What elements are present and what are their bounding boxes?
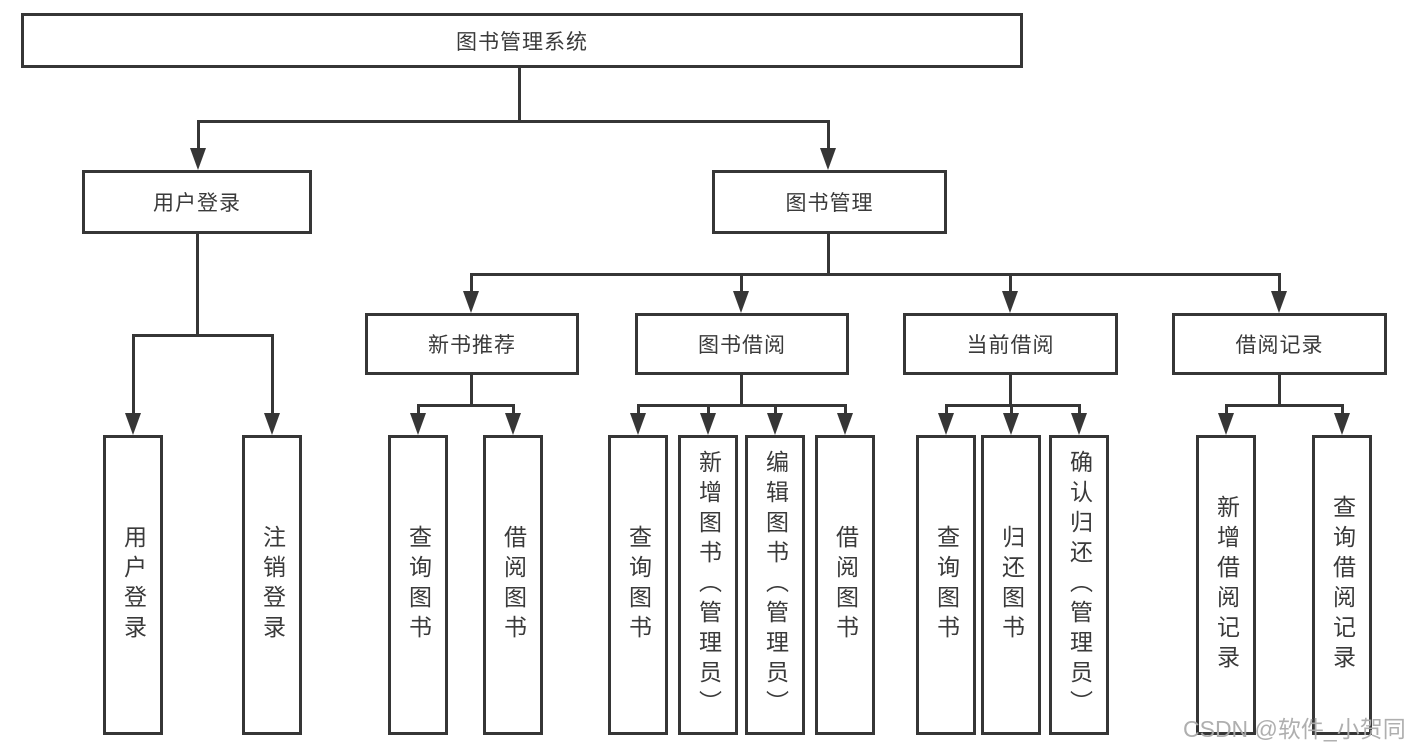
arrowhead-logout-leaf bbox=[264, 413, 280, 435]
connector-drop-logout-leaf bbox=[271, 334, 274, 415]
arrowhead-book-management bbox=[820, 148, 836, 170]
leaf-add-books-admin: 新增图书（管理员） bbox=[678, 435, 738, 735]
connector-drop-leaf bbox=[417, 404, 420, 415]
leaf-borrow-books: 借阅图书 bbox=[815, 435, 875, 735]
node-new-book-recommendation: 新书推荐 bbox=[365, 313, 579, 375]
connector-borrow-records-split bbox=[1225, 404, 1344, 407]
leaf-edit-books-admin: 编辑图书（管理员） bbox=[745, 435, 805, 735]
arrowhead-leaf bbox=[410, 413, 426, 435]
node-label: 当前借阅 bbox=[966, 334, 1055, 357]
arrowhead-leaf bbox=[630, 413, 646, 435]
node-book-borrowing: 图书借阅 bbox=[635, 313, 849, 375]
node-label: 借阅记录 bbox=[1235, 334, 1324, 357]
connector-level2-split bbox=[197, 120, 830, 123]
node-library-management-system: 图书管理系统 bbox=[21, 13, 1023, 68]
connector-drop-borrow-records bbox=[1278, 273, 1281, 293]
arrowhead-borrow-records bbox=[1271, 291, 1287, 313]
connector-root-stem bbox=[518, 67, 521, 122]
arrowhead-leaf bbox=[505, 413, 521, 435]
arrowhead-leaf bbox=[767, 413, 783, 435]
node-label: 查询图书 bbox=[933, 525, 960, 645]
connector-current-borrow-stem bbox=[1009, 374, 1012, 407]
arrowhead-user-login bbox=[190, 148, 206, 170]
node-label: 图书管理 bbox=[785, 192, 874, 215]
node-book-management: 图书管理 bbox=[712, 170, 947, 234]
connector-drop-current-borrow bbox=[1009, 273, 1012, 293]
connector-drop-leaf bbox=[774, 404, 777, 415]
node-label: 新书推荐 bbox=[428, 334, 516, 357]
connector-borrow-records-stem bbox=[1278, 374, 1281, 407]
node-label: 借阅图书 bbox=[832, 525, 859, 645]
arrowhead-leaf bbox=[1334, 413, 1350, 435]
connector-drop-new-book bbox=[470, 273, 473, 293]
leaf-borrow-books: 借阅图书 bbox=[483, 435, 543, 735]
arrowhead-book-borrow bbox=[733, 291, 749, 313]
node-label: 图书借阅 bbox=[698, 334, 786, 357]
leaf-user-login: 用户登录 bbox=[103, 435, 163, 735]
connector-drop-leaf bbox=[1010, 404, 1013, 415]
connector-current-borrow-split bbox=[945, 404, 1081, 407]
connector-new-book-stem bbox=[470, 374, 473, 407]
leaf-query-borrow-record: 查询借阅记录 bbox=[1312, 435, 1372, 735]
leaf-add-borrow-record: 新增借阅记录 bbox=[1196, 435, 1256, 735]
node-label: 新增图书（管理员） bbox=[695, 450, 722, 720]
connector-book-borrow-split bbox=[637, 404, 847, 407]
leaf-query-books: 查询图书 bbox=[388, 435, 448, 735]
arrowhead-leaf bbox=[938, 413, 954, 435]
connector-book-borrow-stem bbox=[740, 374, 743, 407]
connector-drop-leaf bbox=[1225, 404, 1228, 415]
connector-drop-book-management bbox=[827, 120, 830, 150]
arrowhead-leaf bbox=[700, 413, 716, 435]
connector-level3-split bbox=[470, 273, 1281, 276]
leaf-return-books: 归还图书 bbox=[981, 435, 1041, 735]
node-user-login: 用户登录 bbox=[82, 170, 312, 234]
arrowhead-login-leaf bbox=[125, 413, 141, 435]
node-current-borrowing: 当前借阅 bbox=[903, 313, 1118, 375]
connector-drop-leaf bbox=[1341, 404, 1344, 415]
connector-user-login-stem bbox=[196, 233, 199, 336]
node-label: 借阅图书 bbox=[500, 525, 527, 645]
arrowhead-leaf bbox=[1218, 413, 1234, 435]
node-label: 注销登录 bbox=[259, 525, 286, 645]
node-label: 确认归还（管理员） bbox=[1066, 450, 1093, 720]
node-label: 查询图书 bbox=[625, 525, 652, 645]
connector-user-login-split bbox=[132, 334, 274, 337]
connector-drop-leaf bbox=[844, 404, 847, 415]
node-label: 新增借阅记录 bbox=[1213, 495, 1240, 675]
connector-drop-book-borrow bbox=[740, 273, 743, 293]
arrowhead-new-book bbox=[463, 291, 479, 313]
arrowhead-leaf bbox=[1003, 413, 1019, 435]
connector-drop-login-leaf bbox=[132, 334, 135, 415]
node-label: 查询图书 bbox=[405, 525, 432, 645]
node-borrowing-records: 借阅记录 bbox=[1172, 313, 1387, 375]
node-label: 查询借阅记录 bbox=[1329, 495, 1356, 675]
arrowhead-leaf bbox=[837, 413, 853, 435]
connector-drop-user-login bbox=[197, 120, 200, 150]
connector-drop-leaf bbox=[945, 404, 948, 415]
connector-drop-leaf bbox=[707, 404, 710, 415]
arrowhead-leaf bbox=[1071, 413, 1087, 435]
leaf-logout: 注销登录 bbox=[242, 435, 302, 735]
node-label: 用户登录 bbox=[120, 525, 147, 645]
watermark: CSDN @软件_小贺同学 bbox=[1183, 716, 1405, 742]
leaf-query-books: 查询图书 bbox=[916, 435, 976, 735]
connector-drop-leaf bbox=[1078, 404, 1081, 415]
connector-new-book-split bbox=[417, 404, 515, 407]
node-label: 归还图书 bbox=[998, 525, 1025, 645]
connector-book-management-stem bbox=[827, 233, 830, 275]
node-label: 编辑图书（管理员） bbox=[762, 450, 789, 720]
leaf-confirm-return-admin: 确认归还（管理员） bbox=[1049, 435, 1109, 735]
node-label: 用户登录 bbox=[153, 192, 241, 215]
connector-drop-leaf bbox=[512, 404, 515, 415]
leaf-query-books: 查询图书 bbox=[608, 435, 668, 735]
arrowhead-current-borrow bbox=[1002, 291, 1018, 313]
node-label: 图书管理系统 bbox=[456, 30, 588, 54]
connector-drop-leaf bbox=[637, 404, 640, 415]
